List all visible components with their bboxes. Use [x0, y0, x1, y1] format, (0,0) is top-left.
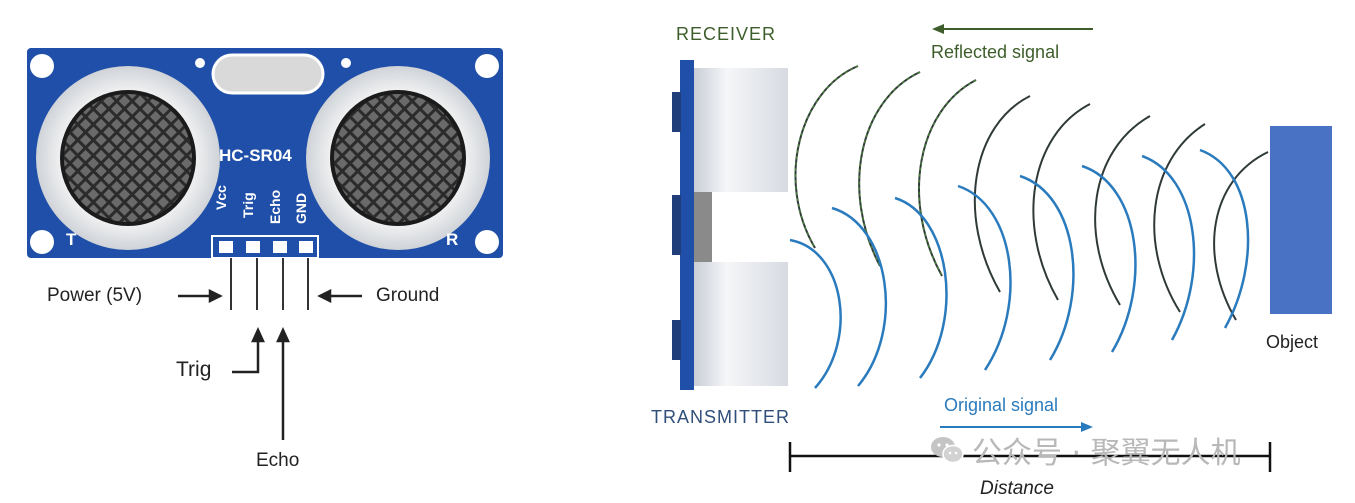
power-arrowhead: [208, 288, 223, 304]
reflected-signal-label: Reflected signal: [931, 42, 1060, 62]
mount-hole: [30, 230, 54, 254]
pin-pad: [246, 241, 260, 253]
pin-pad: [219, 241, 233, 253]
pin-label-echo: Echo: [267, 189, 283, 224]
transmitter-mesh: [60, 90, 196, 226]
receiver-label: RECEIVER: [676, 24, 777, 44]
transmitter-cylinder: [694, 262, 788, 386]
watermark: 公众号 · 聚翼无人机: [930, 430, 1241, 471]
echo-label: Echo: [256, 450, 300, 471]
trig-arrowhead: [251, 326, 265, 343]
trig-arrow: [232, 340, 260, 374]
original-signal-label: Original signal: [944, 395, 1059, 415]
pin-label-trig: Trig: [240, 192, 256, 218]
pin-header: [211, 235, 319, 259]
distance-bar: [788, 442, 1272, 472]
receiver-cylinder: [694, 68, 788, 192]
crystal-oscillator: [211, 53, 325, 95]
sensor-side-board: [680, 60, 694, 390]
pin-label-vcc: Vcc: [213, 185, 229, 210]
model-label: HC-SR04: [219, 146, 292, 165]
pad-dot: [195, 58, 205, 68]
mount-hole: [475, 230, 499, 254]
pad-dot: [341, 58, 351, 68]
pin-label-gnd: GND: [293, 192, 309, 224]
pin-pad: [273, 241, 287, 253]
receiver-mesh: [330, 90, 466, 226]
mount-hole: [30, 54, 54, 78]
original-arrowhead: [1081, 422, 1093, 432]
original-waves: [789, 148, 1250, 389]
object-label: Object: [1266, 332, 1319, 352]
trig-label: Trig: [176, 358, 212, 381]
watermark-text: 公众号 · 聚翼无人机: [972, 436, 1241, 471]
mount-hole: [475, 54, 499, 78]
reflected-waves: [794, 65, 1269, 321]
ground-arrowhead: [317, 288, 332, 304]
sensor-side-tab: [672, 320, 681, 360]
wechat-icon: [931, 437, 964, 464]
transmitter-label: TRANSMITTER: [651, 407, 790, 427]
ground-label: Ground: [376, 285, 440, 306]
target-object: [1270, 126, 1332, 314]
distance-label: Distance: [980, 478, 1054, 499]
pin-pad: [299, 241, 313, 253]
sensor-side-tab: [672, 195, 681, 255]
sensor-side-tab: [672, 92, 681, 132]
echo-arrowhead: [276, 326, 290, 343]
power-label: Power (5V): [47, 285, 143, 306]
reflected-arrowhead: [932, 24, 944, 34]
receiver-mark: R: [446, 230, 459, 249]
transmitter-mark: T: [66, 230, 77, 249]
crystal-side: [694, 190, 712, 266]
